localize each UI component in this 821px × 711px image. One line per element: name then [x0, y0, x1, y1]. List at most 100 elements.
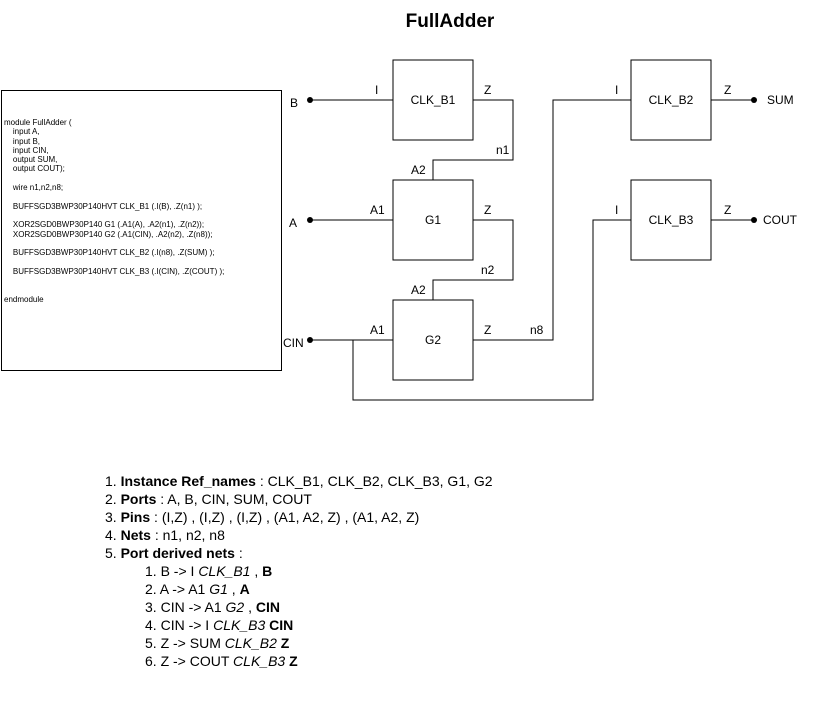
notes-item-number: 1.	[105, 473, 121, 489]
code-line	[4, 257, 224, 266]
derived-net-separator: ,	[227, 581, 240, 597]
port-label-a: A	[289, 216, 297, 230]
cell-clk-b1[interactable]	[392, 59, 474, 141]
derived-net-separator: ,	[244, 599, 256, 615]
notes-item-text: :	[234, 545, 243, 561]
derived-net-cell: G2	[225, 599, 245, 615]
derived-net-item: 2. A -> A1 G1 , A	[105, 580, 493, 598]
notes-item-text: : n1, n2, n8	[150, 527, 225, 543]
derived-net-number: 3.	[145, 599, 161, 615]
port-cin-dot	[307, 337, 313, 343]
wire-n1	[432, 99, 514, 180]
port-label-cout: COUT	[763, 213, 798, 227]
pin-label-g1-a1: A1	[370, 203, 385, 217]
derived-net-mapping: CIN -> A1	[160, 599, 226, 615]
net-label-n2: n2	[481, 263, 495, 277]
pin-label-g1-z: Z	[484, 203, 491, 217]
verilog-code: module FullAdder ( input A, input B, inp…	[4, 118, 224, 304]
derived-net-number: 6.	[145, 653, 161, 669]
cell-g2[interactable]	[392, 299, 474, 381]
wire-n2	[432, 219, 514, 300]
notes-item-text: : A, B, CIN, SUM, COUT	[156, 491, 312, 507]
wires	[310, 99, 754, 401]
derived-net-mapping: B -> I	[160, 563, 199, 579]
notes-item-number: 5.	[105, 545, 121, 561]
notes-item-text: : (I,Z) , (I,Z) , (I,Z) , (A1, A2, Z) , …	[150, 509, 420, 525]
cell-name-g2: G2	[425, 333, 441, 347]
notes-item-number: 2.	[105, 491, 121, 507]
derived-net-cell: G1	[209, 581, 228, 597]
code-line: BUFFSGD3BWP30P140HVT CLK_B1 (.I(B), .Z(n…	[4, 201, 203, 211]
code-line: module FullAdder (	[4, 118, 72, 127]
code-line	[4, 239, 224, 248]
derived-net-cell: CLK_B2	[224, 635, 277, 651]
derived-net-number: 4.	[145, 617, 161, 633]
notes-item-heading: Pins	[120, 509, 151, 525]
notes-item-text: : CLK_B1, CLK_B2, CLK_B3, G1, G2	[255, 473, 493, 489]
port-label-sum: SUM	[767, 93, 794, 107]
derived-net-item: 6. Z -> COUT CLK_B3 Z	[105, 652, 493, 670]
notes-item-heading: Port derived nets	[120, 545, 235, 561]
derived-net-mapping: Z -> COUT	[160, 653, 234, 669]
derived-net-cell: CLK_B3	[233, 653, 286, 669]
cell-g1[interactable]	[392, 179, 474, 261]
code-line: wire n1,n2,n8;	[4, 183, 64, 193]
pin-label-clk-b2-z: Z	[724, 83, 731, 97]
code-line: output SUM,	[4, 155, 58, 165]
code-line: endmodule	[4, 294, 44, 304]
derived-net-item: 5. Z -> SUM CLK_B2 Z	[105, 634, 493, 652]
derived-net-item: 4. CIN -> I CLK_B3 CIN	[105, 616, 493, 634]
code-line: XOR2SGD0BWP30P140 G2 (.A1(CIN), .A2(n2),…	[4, 229, 213, 239]
cell-name-clk-b3: CLK_B3	[649, 213, 694, 227]
pin-label-clk-b3-i: I	[615, 203, 618, 217]
derived-net-separator: ,	[250, 563, 263, 579]
code-line: BUFFSGD3BWP30P140HVT CLK_B2 (.I(n8), .Z(…	[4, 248, 215, 258]
wire-n8	[473, 99, 631, 341]
pin-label-clk-b2-i: I	[615, 83, 618, 97]
code-line	[4, 276, 224, 285]
derived-net-mapping: Z -> SUM	[160, 635, 225, 651]
net-label-n1: n1	[496, 143, 510, 157]
derived-net-cell: CLK_B3	[213, 617, 266, 633]
notes-item-number: 4.	[105, 527, 121, 543]
code-line	[4, 211, 224, 220]
notes-item-heading: Instance Ref_names	[120, 473, 256, 489]
diagram-title: FullAdder	[406, 11, 495, 32]
code-line: input A,	[4, 127, 40, 137]
derived-net-mapping: CIN -> I	[160, 617, 214, 633]
code-line	[4, 192, 224, 201]
port-cout-dot	[751, 217, 757, 223]
cell-name-clk-b1: CLK_B1	[411, 93, 456, 107]
pin-label-g1-a2: A2	[411, 163, 426, 177]
pin-label-clk-b1-i: I	[375, 83, 378, 97]
derived-net-port: B	[262, 563, 273, 579]
verilog-code-box: module FullAdder ( input A, input B, inp…	[1, 90, 282, 371]
derived-net-number: 1.	[145, 563, 161, 579]
wire-cin-branch	[352, 219, 631, 401]
code-line: output COUT);	[4, 164, 65, 174]
cell-clk-b3[interactable]	[630, 179, 712, 261]
derived-net-mapping: A -> A1	[159, 581, 210, 597]
notes-item-number: 3.	[105, 509, 121, 525]
derived-net-port: Z	[289, 653, 298, 669]
pin-label-g2-a2: A2	[411, 283, 426, 297]
notes-item: 4. Nets : n1, n2, n8	[105, 526, 493, 544]
port-sum-dot	[751, 97, 757, 103]
port-label-b: B	[290, 96, 298, 110]
notes-item-heading: Ports	[120, 491, 157, 507]
port-b-dot	[307, 97, 313, 103]
cell-name-clk-b2: CLK_B2	[649, 93, 694, 107]
derived-net-port: CIN	[269, 617, 294, 633]
code-line: XOR2SGD0BWP30P140 G1 (.A1(A), .A2(n1), .…	[4, 220, 205, 230]
pin-label-clk-b1-z: Z	[484, 83, 491, 97]
notes-item-heading: Nets	[120, 527, 151, 543]
cell-name-g1: G1	[425, 213, 441, 227]
derived-net-item: 1. B -> I CLK_B1 , B	[105, 562, 493, 580]
notes-item: 3. Pins : (I,Z) , (I,Z) , (I,Z) , (A1, A…	[105, 508, 493, 526]
code-line	[4, 285, 224, 294]
derived-net-item: 3. CIN -> A1 G2 , CIN	[105, 598, 493, 616]
port-a-dot	[307, 217, 313, 223]
derived-net-port: A	[239, 581, 250, 597]
cell-clk-b2[interactable]	[630, 59, 712, 141]
